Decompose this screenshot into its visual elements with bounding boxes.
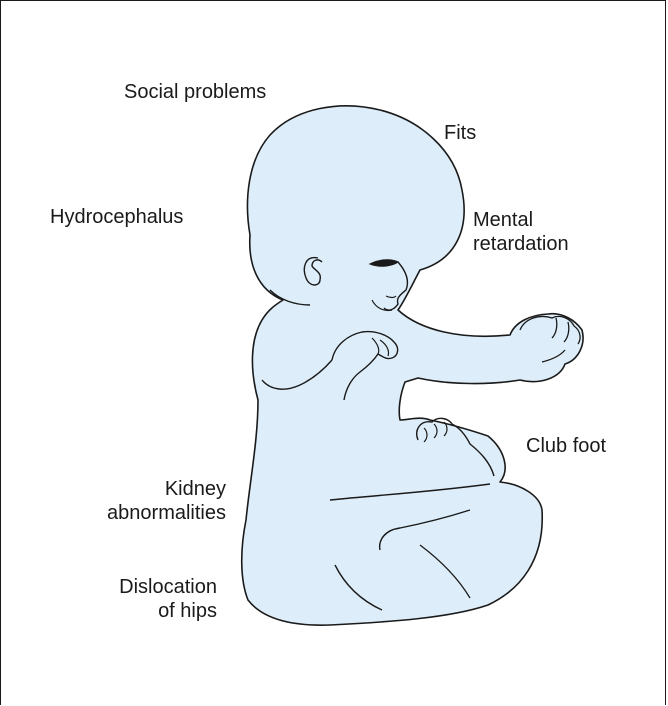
label-kidney-abnormalities: Kidney abnormalities <box>96 477 226 525</box>
label-dislocation-of-hips: Dislocation of hips <box>80 575 217 623</box>
label-dislocation-line1: Dislocation <box>80 575 217 599</box>
infant-body <box>242 106 583 625</box>
label-kidney-line1: Kidney <box>96 477 226 501</box>
label-mental-line2: retardation <box>473 232 569 256</box>
label-kidney-line2: abnormalities <box>96 501 226 525</box>
label-dislocation-line2: of hips <box>80 599 217 623</box>
label-social-problems: Social problems <box>124 80 266 104</box>
label-mental-retardation: Mental retardation <box>473 208 569 256</box>
label-club-foot: Club foot <box>526 434 606 458</box>
label-mental-line1: Mental <box>473 208 569 232</box>
label-hydrocephalus: Hydrocephalus <box>50 205 183 229</box>
label-fits: Fits <box>444 121 476 145</box>
